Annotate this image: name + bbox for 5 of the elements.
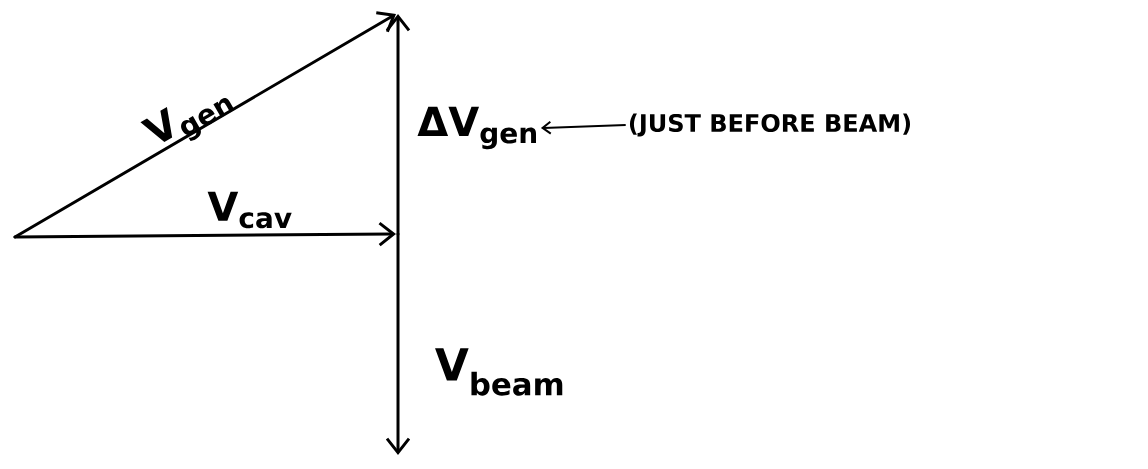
vector-label: V$_{beam}$: [435, 348, 563, 396]
leader-arrow: [540, 120, 627, 135]
handwritten-label: ΔV$_{gen}$: [417, 106, 536, 150]
handwritten-label: (JUST BEFORE BEAM): [629, 113, 910, 137]
vector-label: V$_{cav}$: [207, 191, 292, 229]
